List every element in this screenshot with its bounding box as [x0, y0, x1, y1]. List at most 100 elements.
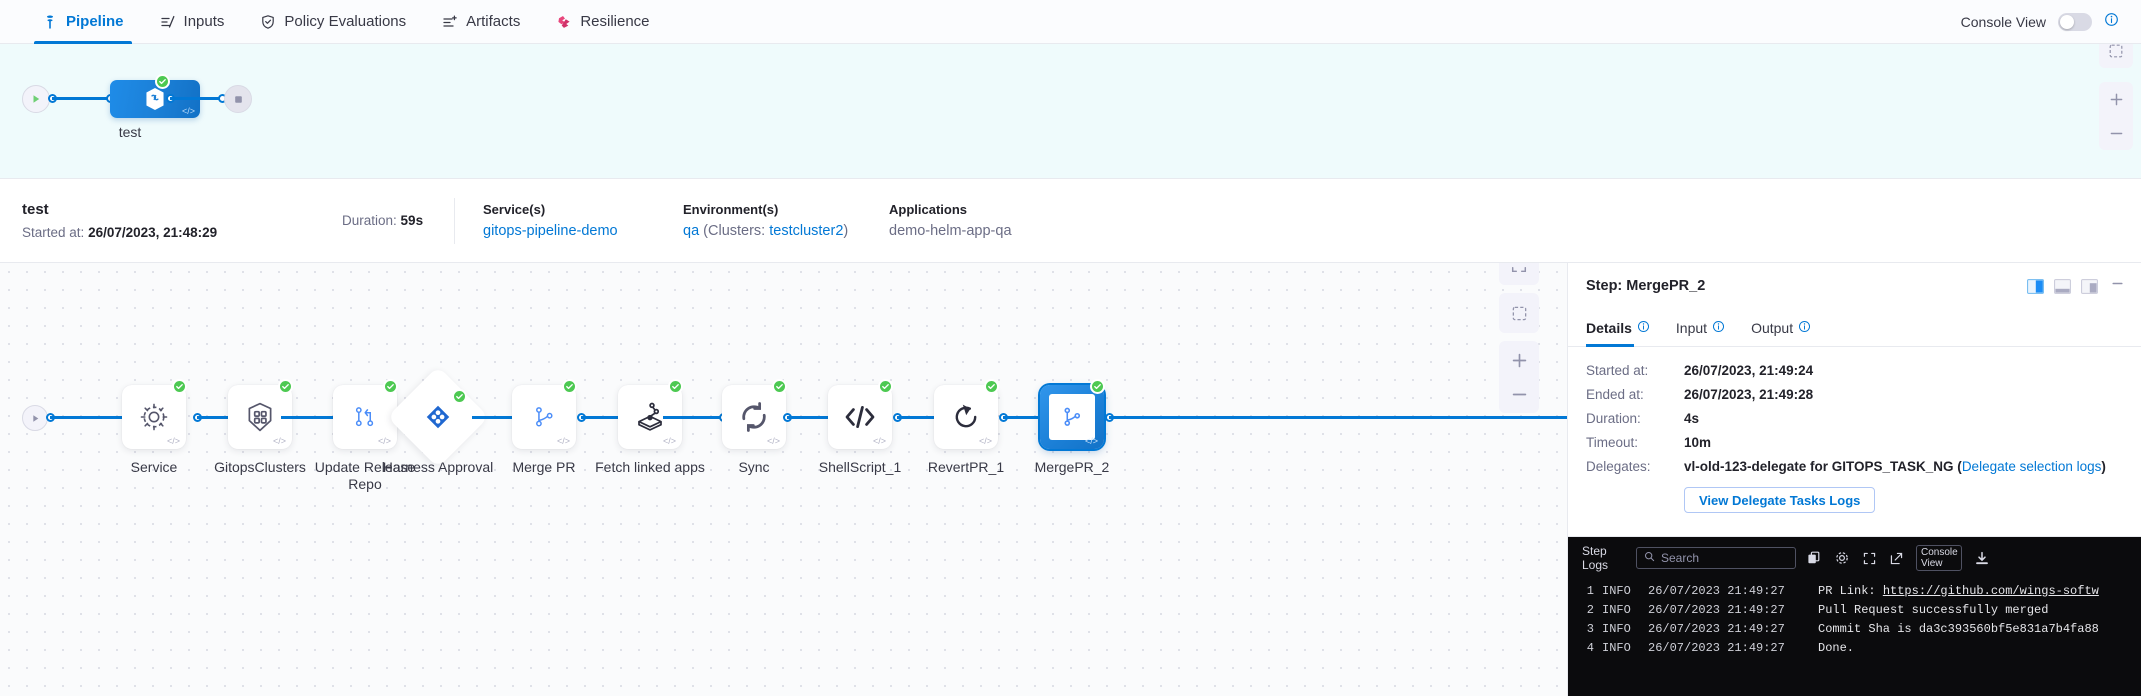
code-icon: </>: [1084, 436, 1098, 446]
graph-zoom-controls[interactable]: [1499, 341, 1539, 413]
step-panel-tabs: Details Input Output: [1568, 309, 2141, 347]
minimap-end-node[interactable]: [224, 85, 252, 113]
status-badge: [1090, 379, 1105, 394]
fit-to-screen-icon[interactable]: [1502, 296, 1536, 330]
gear-icon[interactable]: [1834, 550, 1850, 566]
log-line-number: 1: [1586, 583, 1594, 598]
console-view-control: Console View: [1961, 0, 2119, 44]
divider: [454, 197, 455, 244]
artifacts-icon: [442, 14, 458, 30]
info-icon[interactable]: [1798, 320, 1811, 336]
minimize-icon[interactable]: [2108, 276, 2127, 296]
detail-row-timeout: Timeout: 10m: [1586, 435, 2123, 450]
delegate-suffix: ): [2101, 459, 2106, 474]
cluster-link[interactable]: testcluster2: [769, 223, 844, 239]
tab-artifacts[interactable]: Artifacts: [424, 0, 538, 44]
zoom-in-icon[interactable]: [1502, 343, 1536, 377]
minimap-link: [170, 97, 222, 100]
download-icon[interactable]: [1974, 550, 1990, 566]
console-view-toggle[interactable]: [2058, 13, 2092, 31]
copy-icon[interactable]: [1806, 550, 1822, 566]
minimap-stage-label: test: [118, 124, 142, 140]
log-lines[interactable]: 1 INFO 26/07/2023 21:49:27 PR Link: http…: [1568, 579, 2141, 696]
graph-link: [663, 416, 723, 419]
graph-node-label: Sync: [738, 459, 770, 475]
update-release-repo-icon: [355, 407, 374, 427]
graph-fit-button[interactable]: [1499, 293, 1539, 333]
log-message-link[interactable]: https://github.com/wings-softw: [1882, 583, 2099, 598]
service-link[interactable]: gitops-pipeline-demo: [483, 223, 618, 239]
log-row: 1 INFO 26/07/2023 21:49:27 PR Link: http…: [1568, 581, 2141, 600]
split-bottom-layout-icon[interactable]: [2054, 278, 2071, 294]
graph-node-label: Merge PR: [512, 459, 576, 475]
tab-details[interactable]: Details: [1586, 309, 1650, 347]
info-icon[interactable]: [2104, 12, 2119, 32]
minimap-fit-button[interactable]: [2099, 44, 2133, 68]
info-icon[interactable]: [1712, 320, 1725, 336]
fullscreen-icon[interactable]: [1862, 551, 1877, 566]
environment-link[interactable]: qa: [683, 223, 700, 239]
split-left-layout-icon[interactable]: [2081, 278, 2098, 294]
view-delegate-tasks-logs-button[interactable]: View Delegate Tasks Logs: [1684, 487, 1876, 513]
graph-node-service[interactable]: </>: [122, 385, 186, 449]
minimap-start-node[interactable]: [22, 85, 50, 113]
open-external-icon[interactable]: [1889, 551, 1904, 566]
pipeline-step-graph[interactable]: </> Service </> GitopsClusters: [0, 263, 1568, 696]
log-search-input[interactable]: Search: [1636, 547, 1796, 569]
graph-expand-button[interactable]: [1499, 263, 1539, 285]
graph-node-mergepr-2[interactable]: </>: [1040, 385, 1104, 449]
delegate-text: vl-old-123-delegate for GITOPS_TASK_NG (: [1684, 459, 1962, 474]
minimap-zoom-controls[interactable]: [2099, 82, 2133, 150]
resilience-icon: [556, 14, 572, 30]
status-badge: [878, 379, 893, 394]
step-panel-header: Step: MergePR_2: [1568, 263, 2141, 309]
step-title: Step: MergePR_2: [1586, 278, 1706, 294]
delegate-selection-logs-link[interactable]: Delegate selection logs: [1961, 459, 2102, 474]
expand-icon[interactable]: [1502, 263, 1536, 282]
status-badge: [452, 389, 467, 404]
status-badge: [668, 379, 683, 394]
tab-output[interactable]: Output: [1751, 309, 1811, 347]
services-block: Service(s) gitops-pipeline-demo: [483, 202, 683, 239]
minimap-stage-node[interactable]: </>: [110, 80, 200, 118]
tab-inputs[interactable]: Inputs: [142, 0, 243, 44]
page-title: test: [22, 201, 49, 218]
graph-node-label: Fetch linked apps: [595, 459, 705, 475]
code-icon: </>: [872, 436, 886, 446]
started-at-value: 26/07/2023, 21:48:29: [88, 225, 218, 240]
graph-node-revertpr-1[interactable]: </>: [934, 385, 998, 449]
pipeline-minimap[interactable]: </> test: [0, 44, 2141, 179]
info-icon[interactable]: [1637, 320, 1650, 336]
detail-value: 26/07/2023, 21:49:28: [1684, 387, 1814, 402]
graph-start-node[interactable]: [22, 405, 48, 431]
graph-node-label: MergePR_2: [1034, 459, 1110, 475]
console-toolbar: Step Logs Search: [1568, 537, 2141, 579]
tab-input[interactable]: Input: [1676, 309, 1725, 347]
split-right-layout-icon[interactable]: [2027, 278, 2044, 294]
tab-resilience[interactable]: Resilience: [538, 0, 667, 44]
graph-node-sync[interactable]: </>: [722, 385, 786, 449]
graph-node-update-release-repo[interactable]: </>: [333, 385, 397, 449]
graph-node-merge-pr[interactable]: </>: [512, 385, 576, 449]
tab-inputs-label: Inputs: [183, 13, 225, 30]
tab-input-label: Input: [1675, 319, 1708, 336]
detail-key: Ended at:: [1586, 387, 1644, 402]
tab-policy-evaluations[interactable]: Policy Evaluations: [242, 0, 424, 44]
zoom-in-icon[interactable]: [2099, 82, 2133, 116]
clusters-close: ): [843, 223, 849, 239]
zoom-out-icon[interactable]: [1502, 377, 1536, 411]
log-timestamp: 26/07/2023 21:49:27: [1648, 621, 1785, 636]
graph-node-shellscript-1[interactable]: </>: [828, 385, 892, 449]
zoom-out-icon[interactable]: [2099, 116, 2133, 150]
graph-node-harness-approval[interactable]: [387, 366, 489, 468]
fit-to-screen-icon[interactable]: [2099, 44, 2133, 68]
console-view-button[interactable]: Console View: [1916, 545, 1962, 571]
summary-title-block: test Started at: 26/07/2023, 21:48:29: [22, 201, 342, 240]
top-navigation-bar: Pipeline Inputs Policy Evaluations Artif…: [0, 0, 2141, 44]
minimap-link: [52, 97, 110, 100]
tab-pipeline[interactable]: Pipeline: [24, 0, 142, 44]
log-message: Pull Request successfully merged: [1818, 602, 2049, 617]
status-badge: [562, 379, 577, 394]
environments-heading: Environment(s): [683, 202, 779, 217]
